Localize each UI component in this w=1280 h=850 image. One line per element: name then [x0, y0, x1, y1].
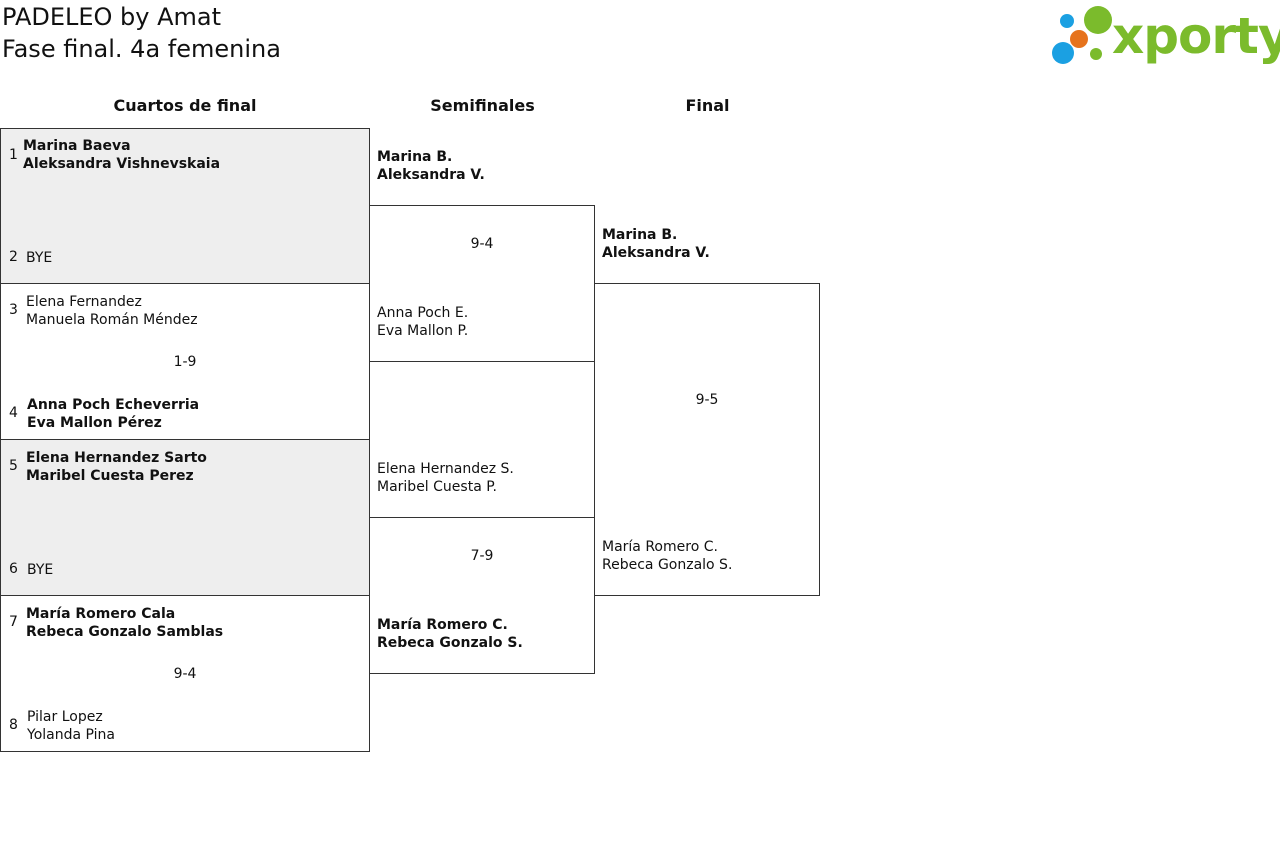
player-name: Eva Mallon P.: [377, 323, 469, 339]
player-name: Maribel Cuesta Perez: [26, 468, 194, 484]
logo-dot-blue-small: [1060, 14, 1074, 28]
semifinal-1-team-b: Anna Poch E. Eva Mallon P.: [377, 304, 468, 340]
team-b: Anna Poch Echeverria Eva Mallon Pérez: [27, 396, 199, 432]
match-score: 9-4: [470, 236, 494, 252]
logo-dot-blue-large: [1052, 42, 1074, 64]
seed-number: 2: [9, 249, 18, 265]
player-name: María Romero Cala: [26, 606, 176, 622]
round-header-final: Final: [685, 96, 730, 115]
match-score: 9-5: [695, 392, 719, 408]
player-name: Aleksandra V.: [377, 167, 485, 183]
player-name: Aleksandra Vishnevskaia: [23, 156, 221, 172]
player-name: Marina B.: [602, 227, 678, 243]
final-team-a: Marina B. Aleksandra V.: [602, 226, 710, 262]
player-name: Aleksandra V.: [602, 245, 710, 261]
player-name: Marina B.: [377, 149, 453, 165]
match-score: 9-4: [173, 666, 197, 682]
seed-number: 6: [9, 561, 18, 577]
team-b: BYE: [27, 561, 53, 579]
team-a: Elena Hernandez Sarto Maribel Cuesta Per…: [26, 449, 207, 485]
player-name: Elena Hernandez Sarto: [26, 450, 207, 466]
player-name: Maribel Cuesta P.: [377, 479, 497, 495]
seed-number: 8: [9, 717, 18, 733]
semifinal-2-team-b: María Romero C. Rebeca Gonzalo S.: [377, 616, 523, 652]
seed-number: 4: [9, 405, 18, 421]
seed-number: 1: [9, 147, 18, 163]
quarterfinal-match-1: 1 Marina Baeva Aleksandra Vishnevskaia 2…: [0, 128, 370, 284]
semifinal-2-team-a: Elena Hernandez S. Maribel Cuesta P.: [377, 460, 514, 496]
quarterfinal-match-3: 5 Elena Hernandez Sarto Maribel Cuesta P…: [0, 439, 370, 596]
bye-label: BYE: [26, 250, 53, 266]
seed-number: 5: [9, 458, 18, 474]
team-a: María Romero Cala Rebeca Gonzalo Samblas: [26, 605, 223, 641]
player-name: Elena Hernandez S.: [377, 461, 514, 477]
player-name: Anna Poch E.: [377, 305, 469, 321]
player-name: Rebeca Gonzalo S.: [602, 557, 733, 573]
match-score: 7-9: [470, 548, 494, 564]
player-name: María Romero C.: [602, 539, 718, 555]
match-score: 1-9: [173, 354, 197, 370]
team-b: BYE: [26, 249, 52, 267]
quarterfinal-match-4: 7 María Romero Cala Rebeca Gonzalo Sambl…: [0, 595, 370, 752]
player-name: Marina Baeva: [23, 138, 131, 154]
logo-dot-orange: [1070, 30, 1088, 48]
page-title: PADELEO by Amat: [2, 3, 222, 31]
semifinal-1-team-a: Marina B. Aleksandra V.: [377, 148, 485, 184]
round-header-quarterfinals: Cuartos de final: [113, 96, 257, 115]
logo-dot-green-small: [1090, 48, 1102, 60]
semifinal-match-1: 9-4 Anna Poch E. Eva Mallon P.: [369, 205, 595, 362]
bye-label: BYE: [27, 562, 54, 578]
logo-text: xporty: [1112, 7, 1280, 65]
team-a: Elena Fernandez Manuela Román Méndez: [26, 293, 198, 329]
player-name: Rebeca Gonzalo S.: [377, 635, 523, 651]
player-name: Pilar Lopez: [27, 709, 103, 725]
xporty-logo: xporty: [1050, 4, 1280, 68]
seed-number: 3: [9, 302, 18, 318]
final-match: 9-5 María Romero C. Rebeca Gonzalo S.: [594, 283, 820, 596]
player-name: Yolanda Pina: [27, 727, 115, 743]
semifinal-match-2: 7-9 María Romero C. Rebeca Gonzalo S.: [369, 517, 595, 674]
player-name: Manuela Román Méndez: [26, 312, 198, 328]
player-name: Anna Poch Echeverria: [27, 397, 200, 413]
page-subtitle: Fase final. 4a femenina: [2, 35, 281, 63]
player-name: María Romero C.: [377, 617, 508, 633]
quarterfinal-match-2: 3 Elena Fernandez Manuela Román Méndez 1…: [0, 283, 370, 440]
player-name: Elena Fernandez: [26, 294, 142, 310]
player-name: Eva Mallon Pérez: [27, 415, 162, 431]
seed-number: 7: [9, 614, 18, 630]
round-header-semifinals: Semifinales: [430, 96, 535, 115]
logo-dot-green: [1084, 6, 1112, 34]
final-team-b: María Romero C. Rebeca Gonzalo S.: [602, 538, 732, 574]
player-name: Rebeca Gonzalo Samblas: [26, 624, 224, 640]
team-a: Marina Baeva Aleksandra Vishnevskaia: [23, 137, 220, 173]
team-b: Pilar Lopez Yolanda Pina: [27, 708, 115, 744]
